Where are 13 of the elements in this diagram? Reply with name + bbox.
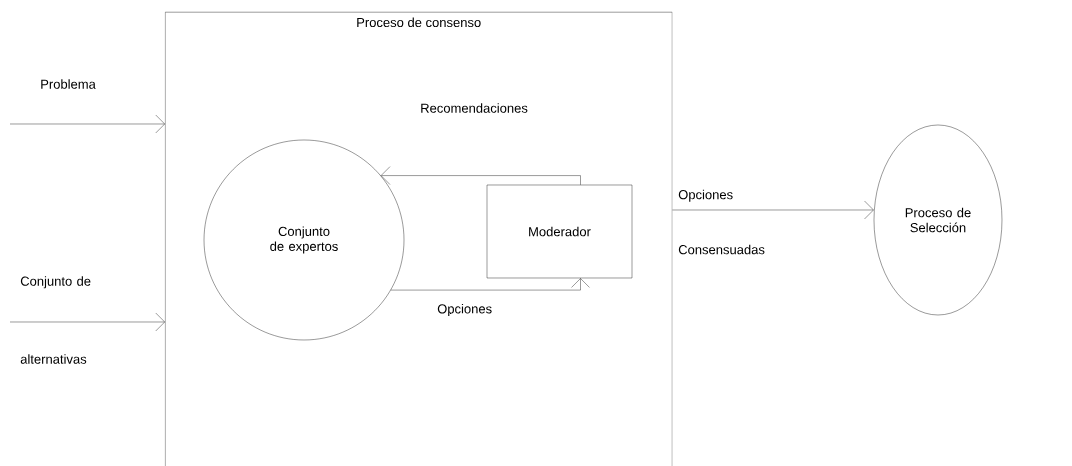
edge-label: Problema — [41, 79, 96, 89]
edge-label: Recomendaciones — [421, 103, 528, 113]
arrow — [9, 312, 165, 332]
edge-label: Conjunto de alternativas — [20, 276, 91, 364]
arrow — [672, 200, 874, 220]
arrow — [390, 278, 590, 291]
edge-label: Opciones — [437, 303, 492, 317]
arrow — [380, 166, 581, 185]
circle-node: Conjunto de expertos — [203, 139, 405, 341]
edge-label: Opciones Consensuadas — [678, 189, 765, 255]
ellipse-node: Proceso de Selección — [873, 124, 1003, 316]
process-box: Moderador — [486, 184, 633, 279]
arrow — [9, 114, 165, 134]
